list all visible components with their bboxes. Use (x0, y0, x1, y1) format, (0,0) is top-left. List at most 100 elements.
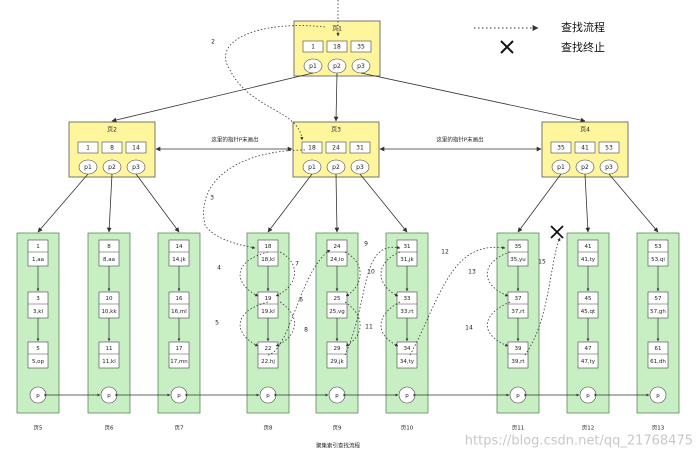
record-key: 45 (585, 296, 592, 302)
record-data: 18,kl (261, 257, 275, 263)
record-data: 31,jk (400, 257, 414, 263)
record-data: 22,hj (261, 359, 275, 365)
record-key: 53 (655, 244, 662, 250)
search-flow-arrow (380, 301, 401, 347)
step-number: 7 (295, 261, 299, 268)
legend-search-flow-label: 查找流程 (561, 20, 605, 34)
record-key: 35 (515, 244, 522, 250)
tree-edge-arrow (517, 173, 562, 233)
leaf-pointer-label: p (266, 393, 270, 399)
record-data: 33,rt (400, 309, 414, 315)
key-cell (301, 141, 323, 154)
record-data: 61,dh (650, 359, 666, 365)
leaf-title: 页10 (401, 425, 414, 432)
search-flow-arrow (203, 149, 306, 250)
step-number: 14 (465, 325, 473, 332)
key-cell (574, 141, 596, 154)
key-value: 14 (132, 145, 140, 152)
record-cell (507, 341, 529, 369)
record-data: 11,kl (102, 359, 116, 365)
search-flow-arrow (239, 251, 269, 297)
record-key: 61 (655, 346, 662, 352)
record-key: 11 (106, 346, 113, 352)
record-data: 37,rt (511, 309, 525, 315)
record-key: 41 (585, 244, 592, 250)
pointer-label: p2 (581, 164, 589, 171)
search-flow-arrow (409, 246, 506, 356)
record-cell (168, 341, 190, 369)
tree-edge-arrow (333, 72, 339, 122)
search-flow-arrow (524, 237, 561, 356)
key-cell (325, 141, 347, 154)
key-value: 1 (86, 145, 90, 152)
record-data: 16,ml (171, 309, 187, 315)
key-cell (77, 141, 99, 154)
leaf-title: 页11 (512, 425, 525, 432)
leaf-title: 页5 (34, 425, 44, 432)
record-data: 47,ty (581, 359, 596, 365)
step-number: 15 (538, 259, 546, 266)
tree-edge-arrow (360, 72, 586, 123)
step-number: 9 (364, 241, 368, 248)
record-key: 24 (334, 244, 341, 250)
key-value: 31 (356, 145, 364, 152)
leaf-pointer-label: p (586, 393, 590, 399)
record-key: 31 (404, 244, 411, 250)
search-flow-arrow (486, 251, 511, 297)
pointer-label: p1 (84, 164, 92, 171)
tree-edge-arrow (267, 173, 313, 233)
record-cell (98, 341, 120, 369)
leaf-title: 页8 (264, 425, 274, 432)
step-number: 13 (468, 269, 476, 276)
step-number: 4 (217, 265, 221, 272)
leaf-title: 页6 (105, 425, 115, 432)
pointer-label: p2 (108, 164, 116, 171)
pointer-label: p1 (309, 63, 317, 70)
leaf-title: 页7 (175, 425, 185, 432)
tree-edge-arrow (106, 173, 113, 233)
step-number: 10 (367, 269, 375, 276)
record-key: 33 (404, 296, 411, 302)
step-number: 3 (210, 195, 214, 202)
leaf-pointer-label: p (36, 393, 40, 399)
leaf-pointer-label: p (107, 393, 111, 399)
record-key: 22 (265, 346, 272, 352)
record-data: 29,jk (330, 359, 344, 365)
note-right: 这里的指针P末画出 (436, 136, 483, 144)
key-cell (550, 141, 572, 154)
record-key: 8 (107, 244, 111, 250)
legend-search-stop-label: 查找终止 (561, 40, 605, 54)
record-cell (396, 341, 418, 369)
record-key: 34 (404, 346, 411, 352)
step-number: 5 (215, 320, 219, 327)
record-data: 34,ty (400, 359, 415, 365)
search-flow-arrow (380, 251, 401, 297)
tree-edge-arrow (334, 173, 340, 233)
key-cell (598, 141, 620, 154)
pointer-label: p2 (333, 63, 341, 70)
node-title: 页2 (107, 127, 117, 134)
step-number: 2 (211, 39, 215, 46)
record-cell (647, 341, 669, 369)
key-value: 18 (333, 44, 341, 51)
record-key: 19 (265, 296, 272, 302)
stop-mark (550, 225, 564, 239)
leaf-pointer (649, 386, 667, 404)
leaf-title: 页13 (652, 425, 665, 432)
record-key: 14 (176, 244, 183, 250)
tree-edge-arrow (111, 72, 314, 123)
record-data: 10,kk (101, 309, 117, 315)
node-title: 页4 (580, 127, 590, 134)
pointer-label: p3 (132, 164, 140, 171)
tree-edge-arrow (608, 173, 659, 233)
record-data: 24,io (330, 257, 344, 263)
